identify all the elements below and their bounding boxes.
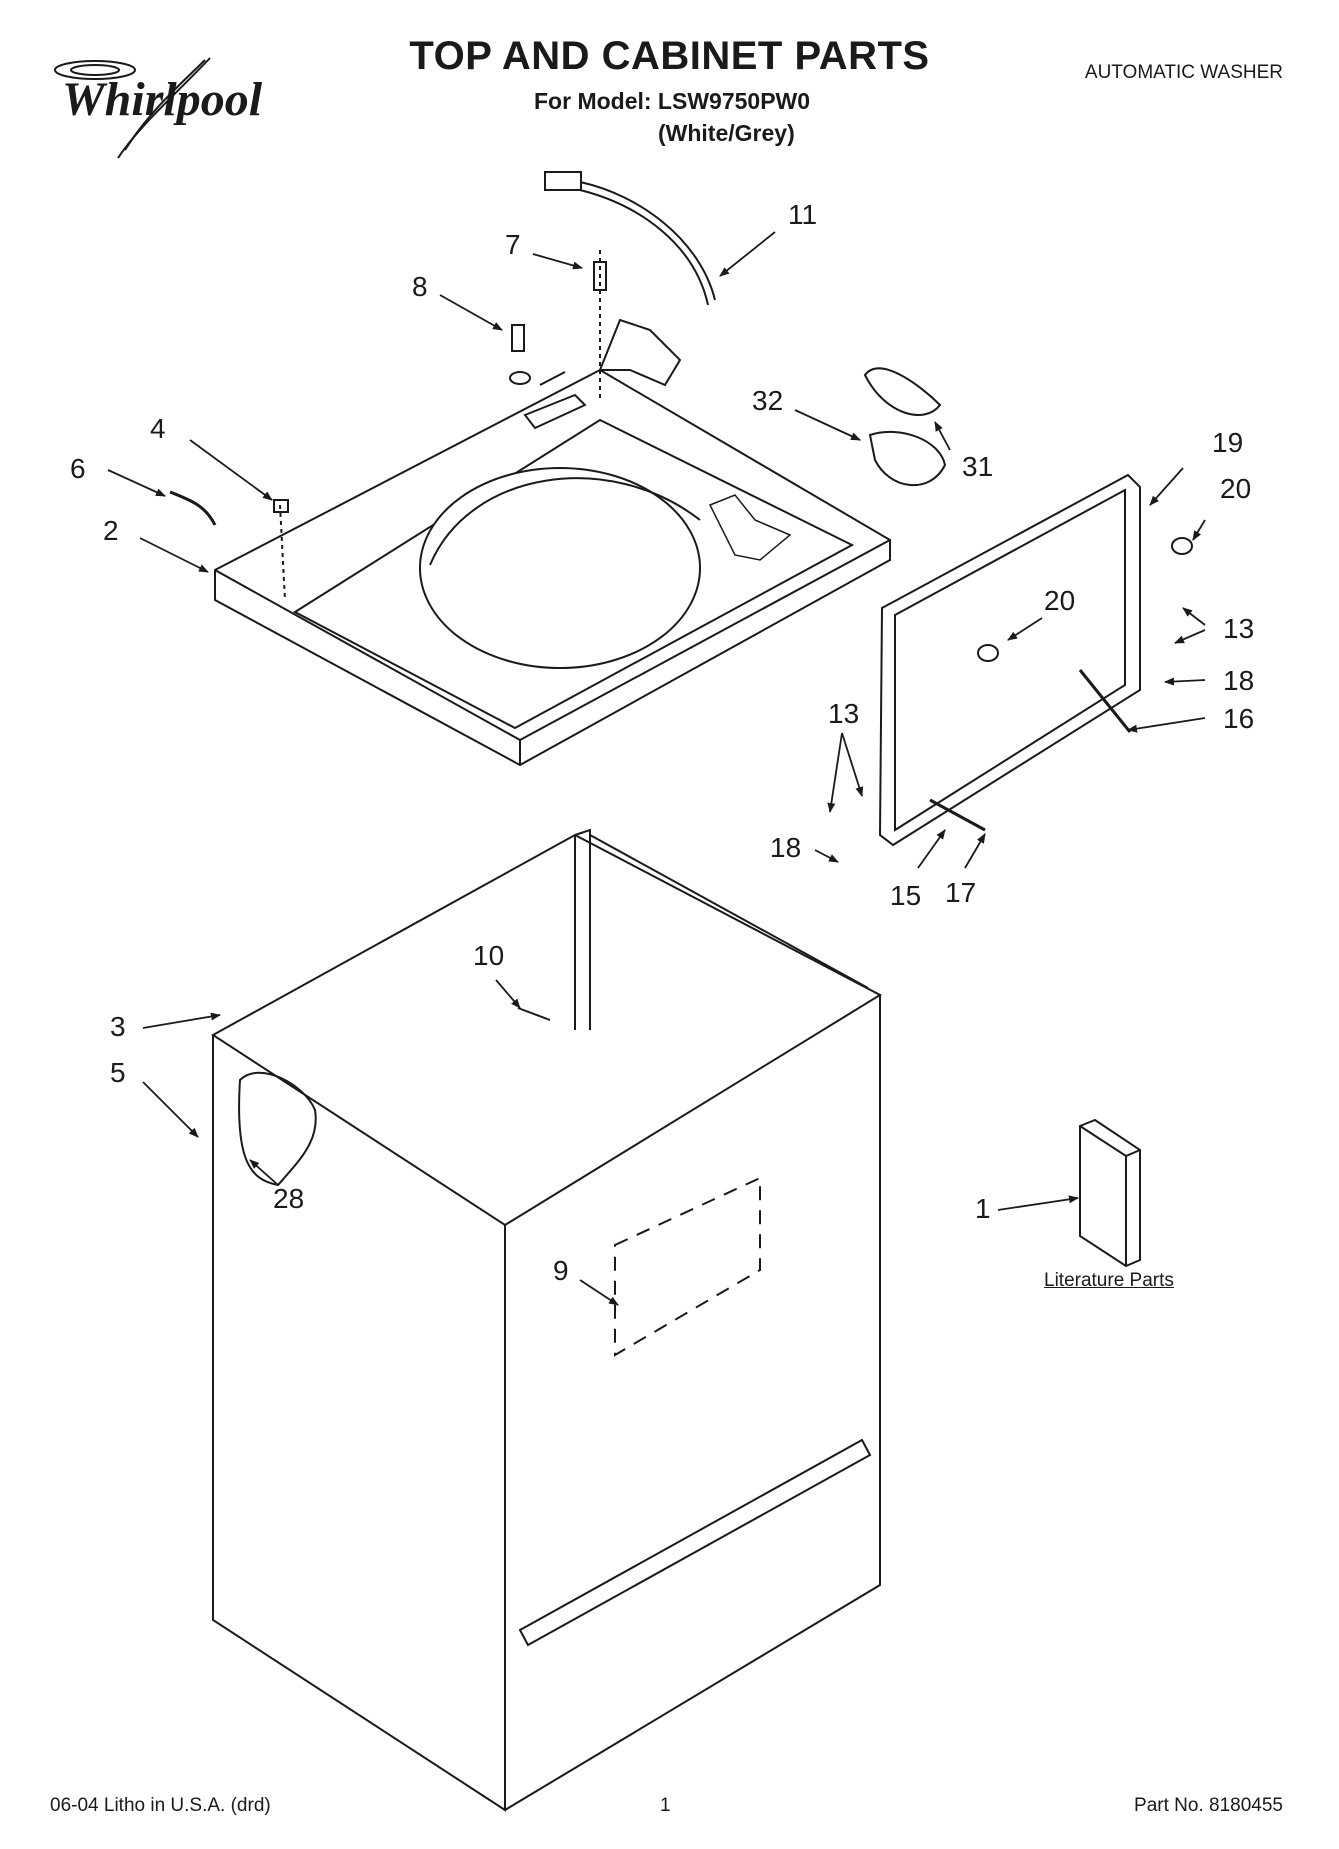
callout-13-left: 13 [828, 698, 859, 729]
whirlpool-swirl-icon [54, 57, 211, 159]
page-title: TOP AND CABINET PARTS [409, 34, 930, 78]
callout-11: 11 [788, 199, 817, 230]
callout-5: 5 [110, 1057, 126, 1088]
callout-20-upper: 20 [1220, 473, 1251, 504]
page-number: 1 [660, 1795, 671, 1816]
callout-2: 2 [103, 515, 119, 546]
callout-6: 6 [70, 453, 86, 484]
callout-15: 15 [890, 880, 921, 911]
callout-32: 32 [752, 385, 783, 416]
callout-18-left: 18 [770, 832, 801, 863]
literature-parts-label: Literature Parts [1044, 1270, 1174, 1291]
part-number: Part No. 8180455 [1134, 1795, 1283, 1816]
callout-16: 16 [1223, 703, 1254, 734]
print-info: 06-04 Litho in U.S.A. (drd) [50, 1795, 271, 1816]
callout-20-lower: 20 [1044, 585, 1075, 616]
callout-labels: 11 7 8 32 31 4 6 2 19 20 20 13 18 16 13 … [70, 199, 1254, 1286]
callout-31: 31 [962, 451, 993, 482]
callout-3: 3 [110, 1011, 126, 1042]
model-number: For Model: LSW9750PW0 [534, 88, 811, 114]
callout-4: 4 [150, 413, 166, 444]
product-type: AUTOMATIC WASHER [1084, 62, 1283, 83]
wire-harness [544, 171, 716, 387]
callout-7: 7 [505, 229, 521, 260]
top-panel [214, 368, 891, 767]
callout-17: 17 [945, 877, 976, 908]
callout-18-right: 18 [1223, 665, 1254, 696]
callout-9: 9 [553, 1255, 569, 1286]
callout-19: 19 [1212, 427, 1243, 458]
callout-8: 8 [412, 271, 428, 302]
lid [878, 473, 1193, 847]
top-panel-hardware [169, 250, 607, 601]
whirlpool-logo: Whirlpool [62, 73, 263, 126]
callout-1: 1 [975, 1193, 991, 1224]
cabinet [211, 828, 883, 1812]
callout-28: 28 [273, 1183, 304, 1214]
model-color: (White/Grey) [658, 120, 795, 146]
literature-booklet [1079, 1118, 1141, 1268]
dispenser-parts [863, 367, 947, 487]
callout-13-right: 13 [1223, 613, 1254, 644]
callout-10: 10 [473, 940, 504, 971]
callout-arrows [107, 231, 1206, 1306]
